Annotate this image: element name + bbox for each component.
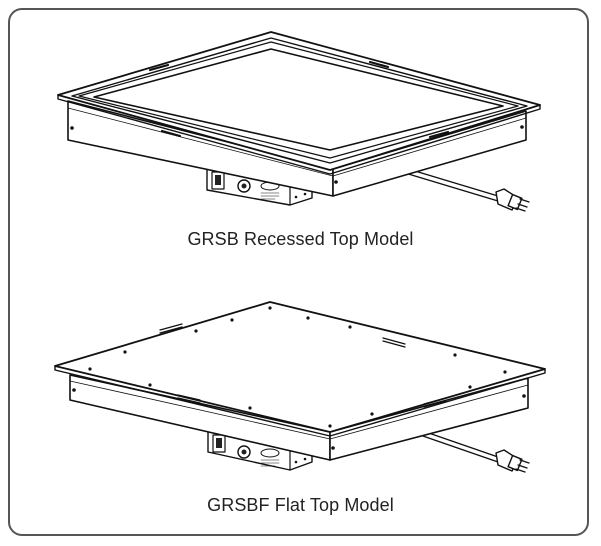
figure-frame — [8, 8, 589, 536]
caption-recessed-top: GRSB Recessed Top Model — [187, 229, 414, 249]
caption-flat-top: GRSBF Flat Top Model — [207, 495, 394, 515]
brand-label-icon — [260, 448, 280, 458]
flat-top-unit — [54, 301, 546, 473]
recessed-top-unit — [57, 31, 541, 212]
power-cord-plug-icon — [419, 429, 530, 473]
power-cord-plug-icon — [404, 167, 530, 212]
